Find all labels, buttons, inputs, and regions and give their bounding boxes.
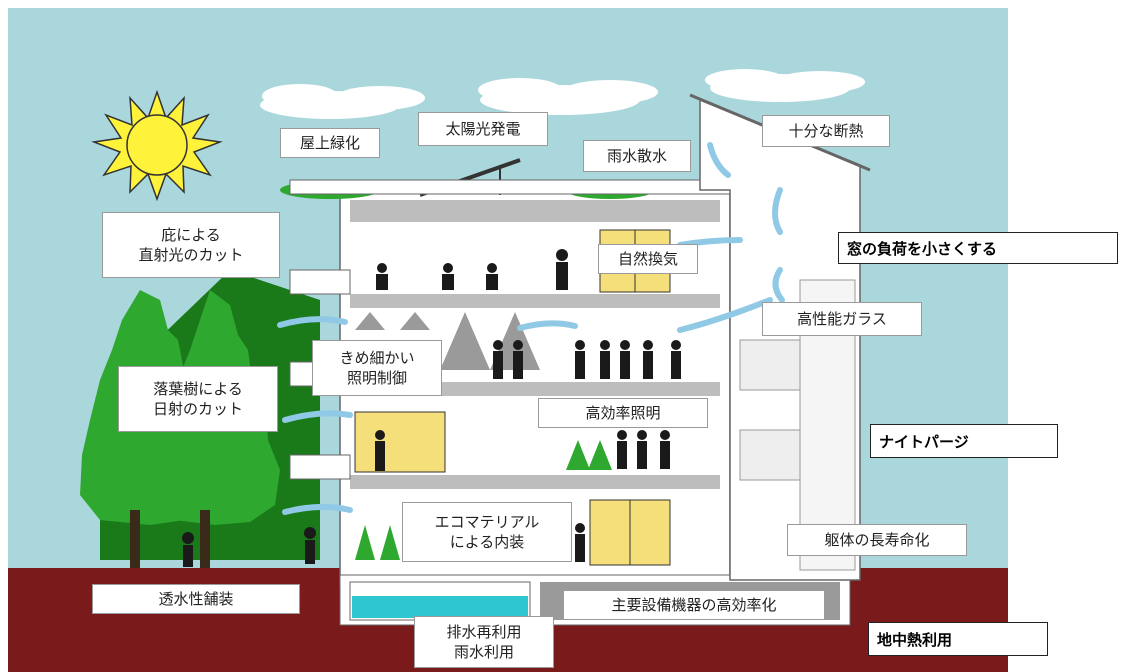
side-label-night-purge: ナイトパージ: [870, 424, 1058, 458]
label-sufficient-insulation: 十分な断熱: [762, 115, 890, 147]
label-rooftop-greening: 屋上緑化: [280, 128, 380, 158]
label-eco-material-interior: エコマテリアル による内装: [402, 502, 572, 562]
label-solar-power: 太陽光発電: [418, 112, 548, 146]
label-structure-longevity: 躯体の長寿命化: [787, 524, 967, 556]
cloud-right: [705, 69, 865, 102]
side-label-reduce-window-load: 窓の負荷を小さくする: [838, 232, 1118, 264]
label-efficient-equipment: 主要設備機器の高効率化: [563, 590, 825, 620]
label-efficient-lighting: 高効率照明: [538, 398, 708, 428]
side-label-geothermal-use: 地中熱利用: [868, 622, 1048, 656]
label-permeable-pavement: 透水性舗装: [92, 584, 300, 614]
label-deciduous-trees-cut: 落葉樹による 日射のカット: [118, 366, 278, 432]
label-fine-lighting-control: きめ細かい 照明制御: [312, 340, 442, 396]
label-wastewater-reuse: 排水再利用 雨水利用: [414, 616, 554, 668]
cloud-left: [260, 84, 425, 119]
label-rainwater-sprinkling: 雨水散水: [583, 140, 691, 172]
sun-icon: [91, 89, 223, 202]
pedestrians-icon: [182, 527, 316, 567]
label-eaves-cut: 庇による 直射光のカット: [102, 212, 280, 278]
stairwell-section: [689, 93, 871, 581]
cloud-center: [478, 78, 658, 115]
label-high-performance-glass: 高性能ガラス: [762, 302, 922, 336]
label-natural-ventilation: 自然換気: [598, 244, 698, 274]
